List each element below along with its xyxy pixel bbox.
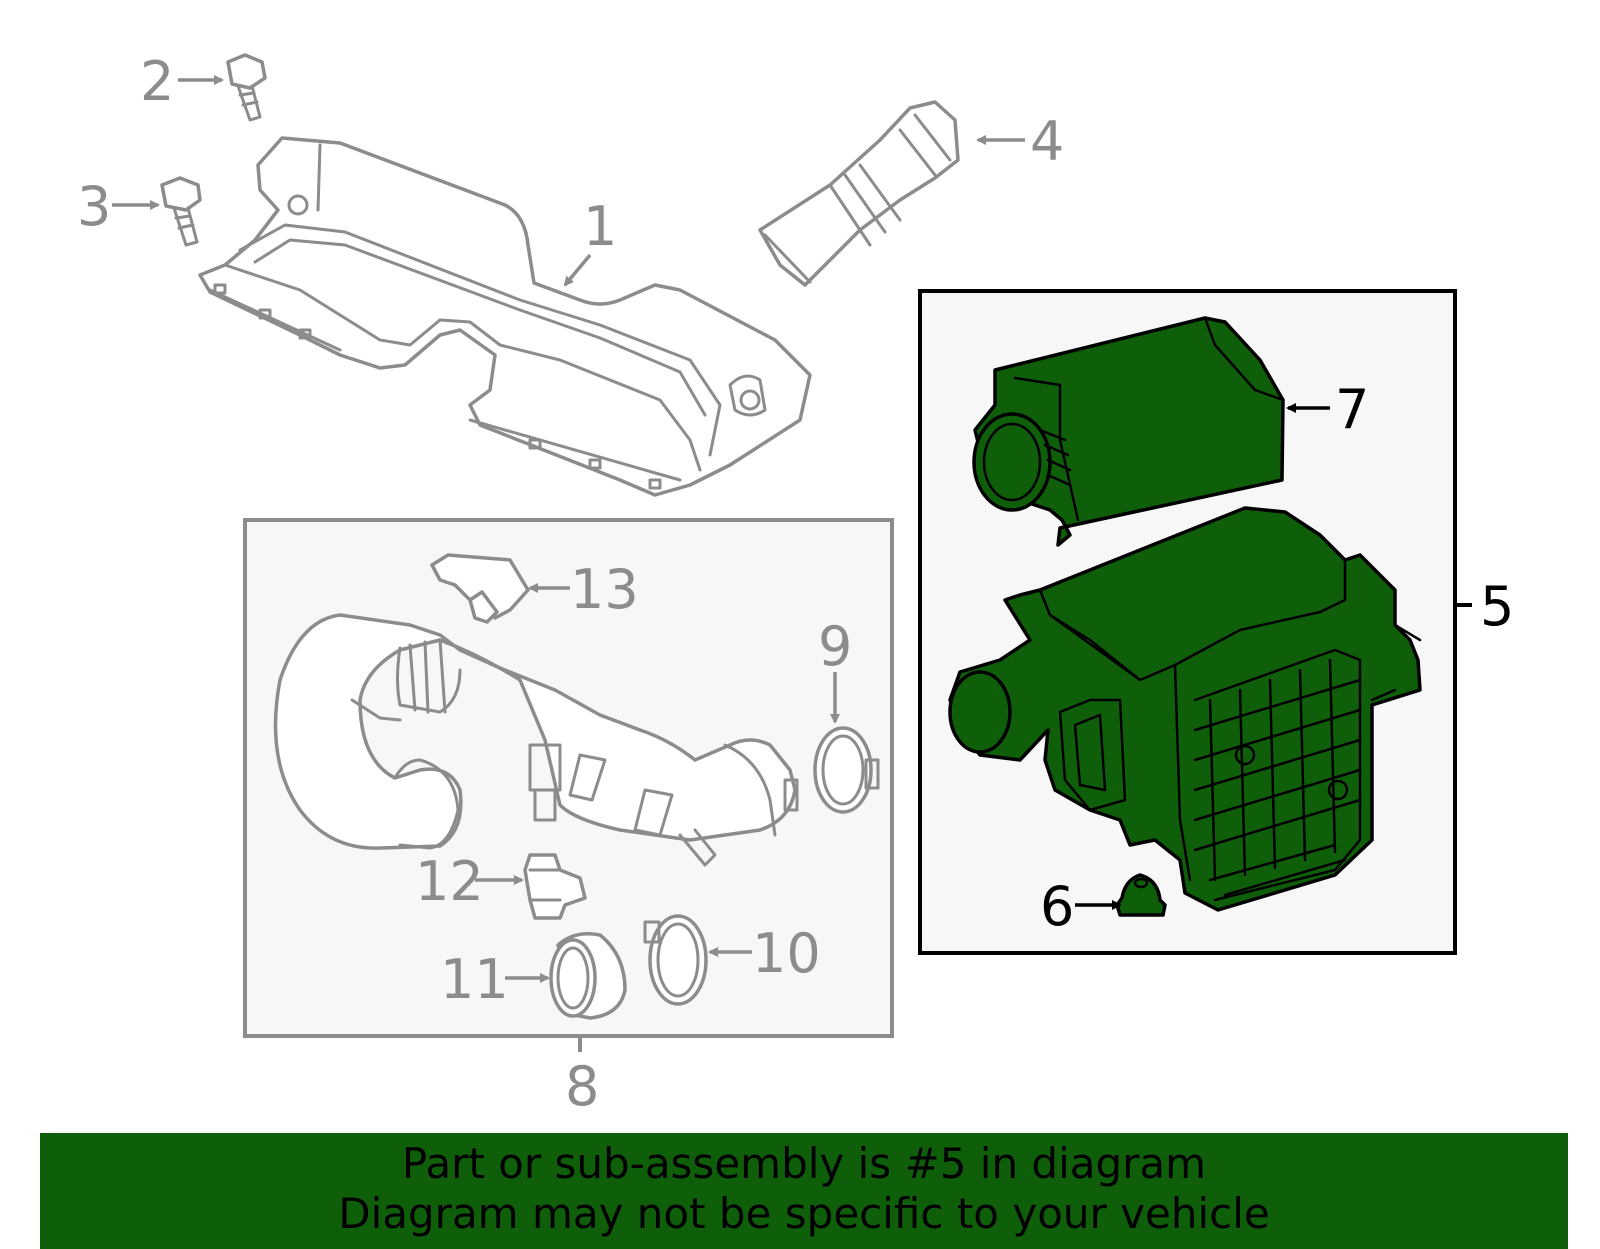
callout-5: 5 [1480, 575, 1514, 638]
part-11-coupler[interactable] [549, 932, 627, 1020]
part-6-grommet[interactable] [1115, 873, 1167, 917]
banner-line-2: Diagram may not be specific to your vehi… [338, 1189, 1270, 1238]
banner-line-1: Part or sub-assembly is #5 in diagram [401, 1139, 1207, 1188]
part-5-airbox[interactable] [948, 506, 1422, 912]
part-13-sensor[interactable] [430, 553, 530, 624]
part-4-duct[interactable] [758, 100, 960, 287]
part-2-bolt[interactable] [226, 53, 267, 122]
part-9-clamp[interactable] [813, 726, 880, 814]
part-7-filter[interactable] [972, 316, 1285, 547]
callout-arrows [112, 75, 1330, 983]
part-12-sensor[interactable] [523, 853, 587, 920]
callout-2: 2 [140, 50, 174, 113]
callout-12: 12 [415, 850, 484, 913]
callout-6: 6 [1040, 875, 1074, 938]
callout-11: 11 [440, 948, 509, 1011]
callout-3: 3 [77, 175, 111, 238]
callout-9: 9 [818, 615, 852, 678]
info-banner: Part or sub-assembly is #5 in diagram Di… [40, 1133, 1568, 1249]
callout-10: 10 [752, 922, 821, 985]
part-8-hose[interactable] [273, 613, 799, 867]
part-10-clamp[interactable] [643, 914, 708, 1006]
callout-7: 7 [1335, 378, 1369, 441]
callout-1: 1 [583, 195, 617, 258]
part-3-bolt[interactable] [160, 176, 202, 247]
callout-4: 4 [1030, 110, 1064, 173]
part-1-cover[interactable] [198, 136, 812, 497]
callout-13: 13 [570, 558, 639, 621]
callout-8: 8 [565, 1055, 599, 1118]
